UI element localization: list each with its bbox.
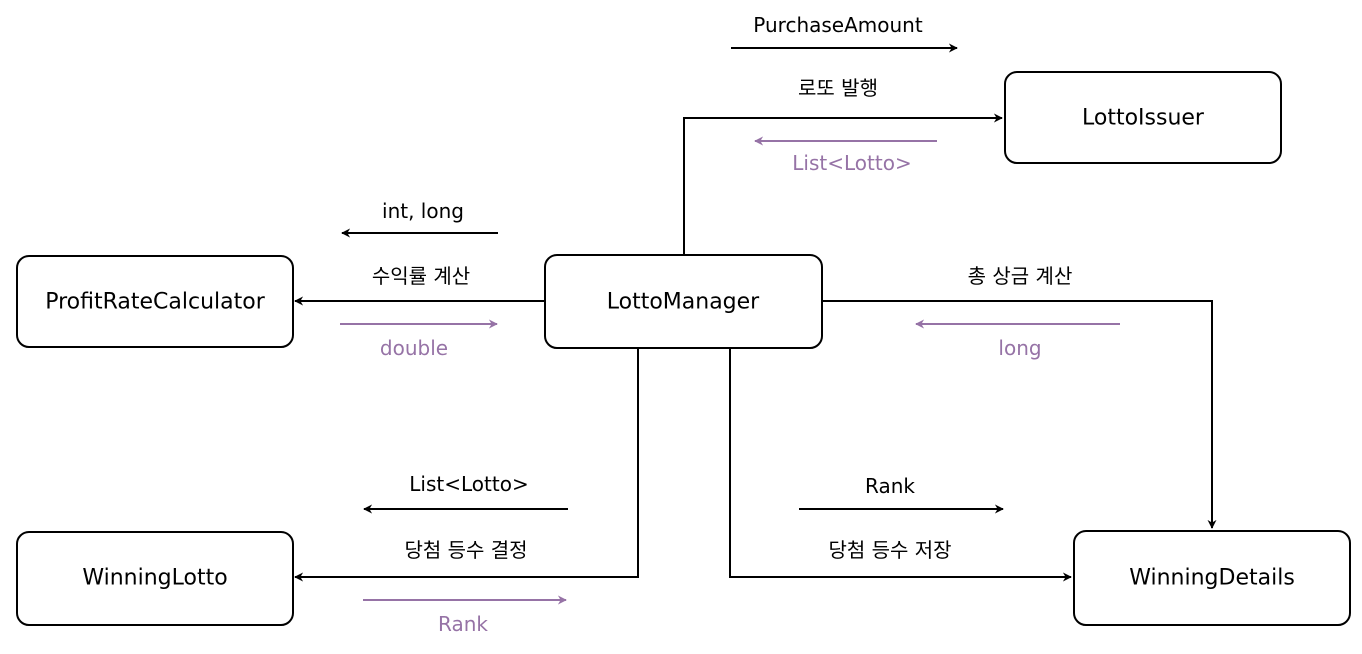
edge-manager-to-issuer	[683, 113, 1003, 255]
winning-lotto-param-label: List<Lotto>	[409, 472, 528, 496]
profit-param-label: int, long	[382, 199, 464, 223]
issuer-edge-label: 로또 발행	[798, 76, 878, 100]
node-profit-rate-calculator: ProfitRateCalculator	[16, 255, 294, 348]
node-lotto-manager-label: LottoManager	[607, 290, 760, 315]
node-lotto-issuer-label: LottoIssuer	[1082, 106, 1205, 131]
winning-lotto-return-label: Rank	[438, 612, 488, 636]
edge-manager-to-winning-details-total	[822, 300, 1217, 529]
node-winning-lotto-label: WinningLotto	[82, 566, 227, 591]
total-prize-return-label: long	[998, 336, 1041, 360]
node-winning-lotto: WinningLotto	[16, 531, 294, 626]
edge-manager-to-winning-details-store	[729, 349, 1072, 582]
profit-return-label: double	[380, 336, 448, 360]
node-profit-rate-calculator-label: ProfitRateCalculator	[45, 290, 266, 315]
profit-edge-label: 수익률 계산	[372, 264, 470, 288]
edge-manager-to-winning-lotto	[294, 349, 639, 582]
node-lotto-issuer: LottoIssuer	[1004, 71, 1282, 164]
winning-lotto-edge-label: 당첨 등수 결정	[404, 538, 527, 562]
node-lotto-manager: LottoManager	[544, 254, 823, 349]
total-prize-edge-label: 총 상금 계산	[968, 264, 1073, 288]
store-rank-param-label: Rank	[865, 474, 915, 498]
store-rank-edge-label: 당첨 등수 저장	[828, 538, 951, 562]
node-winning-details-label: WinningDetails	[1129, 566, 1295, 591]
issuer-param-label: PurchaseAmount	[753, 13, 923, 37]
issuer-return-label: List<Lotto>	[792, 151, 911, 175]
node-winning-details: WinningDetails	[1073, 530, 1351, 626]
